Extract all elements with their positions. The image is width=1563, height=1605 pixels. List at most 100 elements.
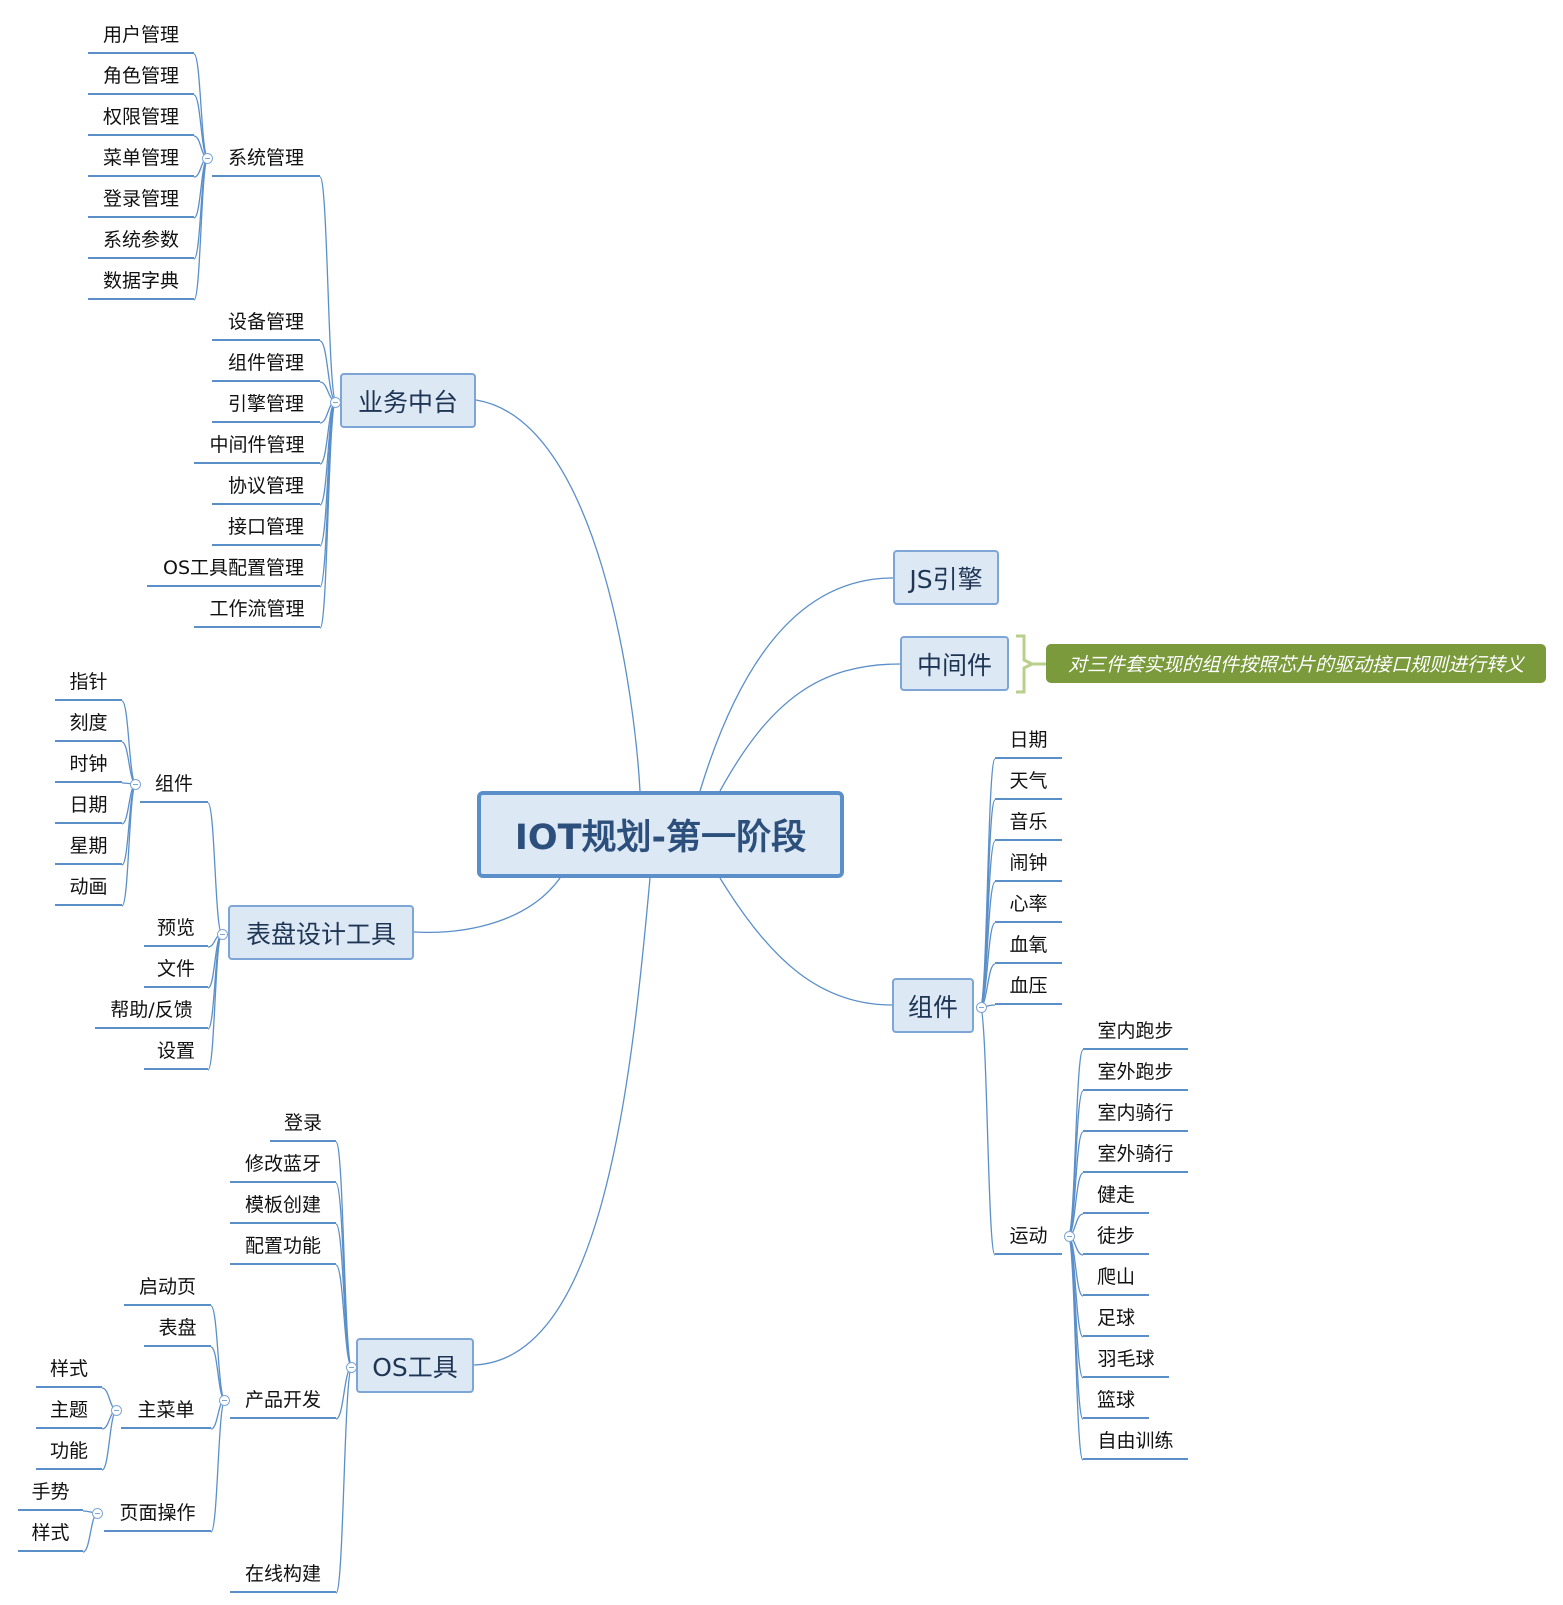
collapse-toggle-icon[interactable] xyxy=(976,1002,987,1013)
node-comp-music[interactable]: 音乐 xyxy=(995,805,1062,841)
node-comp-heart-rate[interactable]: 心率 xyxy=(995,887,1062,923)
main-branch-line xyxy=(699,577,894,792)
node-gesture[interactable]: 手势 xyxy=(18,1475,83,1511)
node-pointer[interactable]: 指针 xyxy=(55,665,122,701)
node-online-build[interactable]: 在线构建 xyxy=(230,1557,336,1593)
node-badminton[interactable]: 羽毛球 xyxy=(1083,1342,1169,1378)
node-splash-page[interactable]: 启动页 xyxy=(124,1270,211,1306)
node-menu-theme[interactable]: 主题 xyxy=(36,1393,102,1429)
node-system-params[interactable]: 系统参数 xyxy=(88,223,194,259)
collapse-toggle-icon[interactable] xyxy=(330,397,341,408)
topic-watchface-design-tool[interactable]: 表盘设计工具 xyxy=(228,905,414,960)
node-basketball[interactable]: 篮球 xyxy=(1083,1383,1149,1419)
node-product-development[interactable]: 产品开发 xyxy=(230,1383,336,1419)
node-help-feedback[interactable]: 帮助/反馈 xyxy=(95,993,208,1029)
business-child-line xyxy=(319,176,337,402)
node-comp-alarm[interactable]: 闹钟 xyxy=(995,846,1062,882)
os-tools-child-line xyxy=(335,1366,353,1594)
collapse-toggle-icon[interactable] xyxy=(111,1405,122,1416)
collapse-toggle-icon[interactable] xyxy=(346,1362,357,1373)
node-comp-blood-pressure[interactable]: 血压 xyxy=(995,969,1062,1005)
node-outdoor-running[interactable]: 室外跑步 xyxy=(1083,1055,1188,1091)
node-indoor-running[interactable]: 室内跑步 xyxy=(1083,1014,1188,1050)
business-child-line xyxy=(319,400,337,629)
system-child-line xyxy=(193,53,209,159)
node-weekday[interactable]: 星期 xyxy=(55,829,122,865)
node-climbing[interactable]: 爬山 xyxy=(1083,1260,1149,1296)
node-preview[interactable]: 预览 xyxy=(144,911,208,947)
main-branch-line xyxy=(413,877,561,934)
node-component-management[interactable]: 组件管理 xyxy=(212,346,320,382)
collapse-toggle-icon[interactable] xyxy=(130,779,141,790)
node-login-management[interactable]: 登录管理 xyxy=(88,182,194,218)
node-menu-style[interactable]: 样式 xyxy=(36,1352,102,1388)
main-branch-line xyxy=(719,877,893,1006)
main-branch-line xyxy=(475,399,641,792)
node-permission-management[interactable]: 权限管理 xyxy=(88,100,194,136)
components-child-line xyxy=(979,1006,996,1256)
topic-business-platform[interactable]: 业务中台 xyxy=(340,373,476,428)
node-sports[interactable]: 运动 xyxy=(995,1219,1062,1255)
node-workflow-management[interactable]: 工作流管理 xyxy=(194,592,320,628)
node-hiking[interactable]: 徒步 xyxy=(1083,1219,1149,1255)
node-role-management[interactable]: 角色管理 xyxy=(88,59,194,95)
node-watchface-components[interactable]: 组件 xyxy=(140,767,208,803)
node-settings[interactable]: 设置 xyxy=(144,1034,208,1070)
node-date[interactable]: 日期 xyxy=(55,788,122,824)
node-animation[interactable]: 动画 xyxy=(55,870,122,906)
collapse-toggle-icon[interactable] xyxy=(202,153,213,164)
main-branch-line xyxy=(473,877,651,1366)
watchface-child-line xyxy=(207,933,223,1030)
node-os-tool-config-management[interactable]: OS工具配置管理 xyxy=(147,551,320,587)
system-child-line xyxy=(193,157,209,301)
central-topic[interactable]: IOT规划-第一阶段 xyxy=(477,791,844,878)
os-tools-child-line xyxy=(335,1141,353,1368)
product-dev-child-line xyxy=(210,1305,226,1401)
node-menu-management[interactable]: 菜单管理 xyxy=(88,141,194,177)
collapse-toggle-icon[interactable] xyxy=(1064,1231,1075,1242)
node-protocol-management[interactable]: 协议管理 xyxy=(212,469,320,505)
collapse-toggle-icon[interactable] xyxy=(92,1508,103,1519)
node-menu-function[interactable]: 功能 xyxy=(36,1434,102,1470)
product-dev-child-line xyxy=(210,1399,226,1533)
note-bracket xyxy=(1016,634,1036,694)
node-scale[interactable]: 刻度 xyxy=(55,706,122,742)
node-config-function[interactable]: 配置功能 xyxy=(230,1229,336,1265)
node-template-create[interactable]: 模板创建 xyxy=(230,1188,336,1224)
node-engine-management[interactable]: 引擎管理 xyxy=(212,387,320,423)
node-user-management[interactable]: 用户管理 xyxy=(88,18,194,54)
node-login[interactable]: 登录 xyxy=(270,1106,336,1142)
node-free-training[interactable]: 自由训练 xyxy=(1083,1424,1188,1460)
topic-middleware[interactable]: 中间件 xyxy=(900,636,1009,691)
collapse-toggle-icon[interactable] xyxy=(217,929,228,940)
node-watch-dial[interactable]: 表盘 xyxy=(144,1311,211,1347)
node-main-menu[interactable]: 主菜单 xyxy=(121,1393,211,1429)
collapse-toggle-icon[interactable] xyxy=(219,1395,230,1406)
node-indoor-cycling[interactable]: 室内骑行 xyxy=(1083,1096,1188,1132)
node-comp-weather[interactable]: 天气 xyxy=(995,764,1062,800)
node-page-operations[interactable]: 页面操作 xyxy=(104,1496,211,1532)
node-football[interactable]: 足球 xyxy=(1083,1301,1149,1337)
main-branch-line xyxy=(719,663,901,792)
node-device-management[interactable]: 设备管理 xyxy=(212,305,320,341)
node-file[interactable]: 文件 xyxy=(144,952,208,988)
watchface-child-line xyxy=(207,933,223,1071)
node-clock[interactable]: 时钟 xyxy=(55,747,122,783)
node-system-management[interactable]: 系统管理 xyxy=(212,141,320,177)
node-modify-bluetooth[interactable]: 修改蓝牙 xyxy=(230,1147,336,1183)
node-brisk-walking[interactable]: 健走 xyxy=(1083,1178,1149,1214)
node-middleware-management[interactable]: 中间件管理 xyxy=(194,428,320,464)
node-data-dictionary[interactable]: 数据字典 xyxy=(88,264,194,300)
node-outdoor-cycling[interactable]: 室外骑行 xyxy=(1083,1137,1188,1173)
node-interface-management[interactable]: 接口管理 xyxy=(212,510,320,546)
watchface-child-line xyxy=(207,802,223,935)
topic-components[interactable]: 组件 xyxy=(892,978,974,1033)
topic-os-tools[interactable]: OS工具 xyxy=(356,1338,474,1393)
node-comp-date[interactable]: 日期 xyxy=(995,723,1062,759)
os-tools-child-line xyxy=(335,1182,353,1368)
topic-js-engine[interactable]: JS引擎 xyxy=(893,550,999,605)
node-page-style[interactable]: 样式 xyxy=(18,1516,83,1552)
node-comp-blood-oxygen[interactable]: 血氧 xyxy=(995,928,1062,964)
sports-child-line xyxy=(1067,1235,1084,1461)
